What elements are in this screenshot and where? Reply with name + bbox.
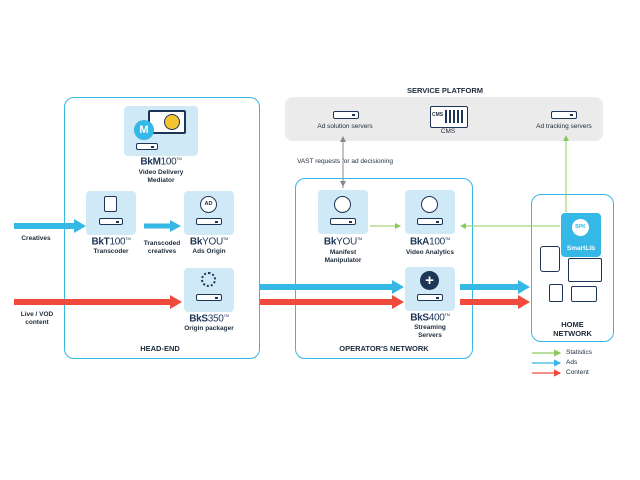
bks400-brand: BkS400TM: [399, 312, 461, 323]
operator-network-title: OPERATOR'S NETWORK: [339, 344, 429, 353]
bks400-line2: Servers: [418, 332, 442, 339]
smartlib-label: SmartLib: [566, 245, 596, 252]
headend-ads-arrow-head: [392, 280, 404, 294]
bks350-brand-tm: TM: [223, 313, 229, 318]
bka100-brand-bold: BkA: [409, 236, 430, 248]
operator-content-arrow-head: [518, 295, 530, 309]
bkyou-ads-server-icon: [196, 218, 222, 225]
home-network-title-line1: HOME: [561, 320, 584, 329]
headend-content-arrow-head: [392, 295, 404, 309]
phone-icon: [549, 284, 563, 302]
bka100-brand-number: 100: [429, 236, 445, 248]
home-network-region: [531, 194, 614, 342]
operator-ads-arrow-head: [518, 280, 530, 294]
bka100-brand-tm: TM: [444, 236, 451, 241]
ad-solution-server-icon: [333, 111, 359, 119]
bks350-brand-bold: BkS: [189, 313, 208, 325]
bkm100-line1: Video Delivery: [138, 169, 184, 176]
cms-icon: CMS: [430, 106, 468, 128]
bkyou-ads-brand-thin: YOU: [202, 236, 223, 248]
transcoded-line2: creatives: [147, 248, 177, 255]
bkyou-manifest-brand-thin: YOU: [336, 236, 357, 248]
creatives-label: Creatives: [21, 235, 51, 242]
bkyou-ads-brand-bold: Bk: [189, 236, 203, 248]
laptop-icon: [571, 286, 597, 302]
bka100-line1: Video Analytics: [405, 249, 455, 256]
plus-icon: +: [420, 271, 439, 290]
bkyou-ads-line1: Ads Origin: [192, 248, 226, 255]
bkm100-brand-number: 100: [160, 156, 177, 168]
bks400-server-icon: [417, 294, 443, 301]
head-end-title: HEAD-END: [140, 344, 180, 353]
cms-label: CMS: [440, 128, 456, 135]
cms-icon-label: CMS: [432, 112, 444, 118]
bkm100-m-icon: M: [134, 120, 154, 140]
bka100-server-icon: [417, 218, 443, 225]
bkm100-brand-bold: BkM: [140, 156, 161, 168]
live-vod-line1: Live / VOD: [20, 311, 54, 318]
bkt100-brand-tm: TM: [125, 236, 131, 241]
bks350-brand: BkS350TM: [178, 313, 240, 324]
users-icon: [334, 196, 351, 213]
ad-badge-icon: AD: [200, 196, 217, 213]
bkyou-manifest-brand: BkYOUTM: [312, 236, 374, 247]
analytics-icon: [421, 196, 438, 213]
live-content-arrow-head: [170, 295, 182, 309]
document-icon: [104, 196, 117, 212]
bks400-line1: Streaming: [414, 324, 446, 331]
operator-network-region: [295, 178, 473, 359]
bks400-brand-bold: BkS: [410, 312, 429, 324]
creatives-arrow-head: [74, 219, 86, 233]
transcoded-line1: Transcoded: [143, 240, 181, 247]
bks350-server-icon: [196, 294, 222, 301]
vast-requests-label: VAST requests for ad decisioning: [297, 158, 393, 165]
bkyou-manifest-brand-tm: TM: [356, 236, 363, 241]
bkt100-brand: BkT100TM: [80, 236, 142, 247]
legend-content-label: Content: [566, 369, 589, 376]
bkyou-manifest-line2: Manipulator: [324, 257, 362, 264]
legend-statistics-label: Statistics: [566, 349, 593, 356]
legend-ads-label: Ads: [566, 359, 578, 366]
bks350-brand-number: 350: [207, 313, 224, 325]
bkm100-line2: Mediator: [147, 177, 175, 184]
gear-icon: [201, 272, 216, 287]
transcoded-arrow-head: [170, 220, 181, 232]
bkm100-brand: BkM100TM: [124, 156, 198, 167]
bka100-brand: BkA100TM: [399, 236, 461, 247]
smartlib-icon: BPK: [572, 219, 589, 236]
bkt100-line1: Transcoder: [93, 248, 129, 255]
globe-icon: [164, 114, 180, 130]
ad-tracking-servers-label: Ad tracking servers: [536, 123, 592, 130]
bkyou-ads-brand-tm: TM: [222, 236, 229, 241]
bkt100-server-icon: [99, 218, 123, 225]
bkyou-manifest-server-icon: [330, 218, 356, 225]
bks350-line1: Origin packager: [184, 325, 234, 332]
bkt100-brand-bold: BkT: [91, 236, 110, 248]
bkyou-ads-brand: BkYOUTM: [178, 236, 240, 247]
ad-solution-servers-label: Ad solution servers: [317, 123, 373, 130]
tablet-icon: [540, 246, 560, 272]
cms-icon-grid: [445, 110, 464, 123]
bks400-brand-number: 400: [428, 312, 445, 324]
bkm100-server-icon: [136, 143, 158, 150]
bkyou-manifest-line1: Manifest: [329, 249, 357, 256]
live-vod-line2: content: [25, 319, 49, 326]
ad-badge-text: AD: [204, 201, 213, 207]
home-network-title-line2: NETWORK: [553, 329, 592, 338]
tv-icon: [568, 258, 602, 282]
bkyou-manifest-brand-bold: Bk: [323, 236, 337, 248]
service-platform-title: SERVICE PLATFORM: [407, 86, 483, 95]
ad-tracking-server-icon: [551, 111, 577, 119]
bkm100-brand-tm: TM: [176, 156, 182, 161]
bks400-brand-tm: TM: [444, 312, 450, 317]
bkt100-brand-number: 100: [109, 236, 126, 248]
